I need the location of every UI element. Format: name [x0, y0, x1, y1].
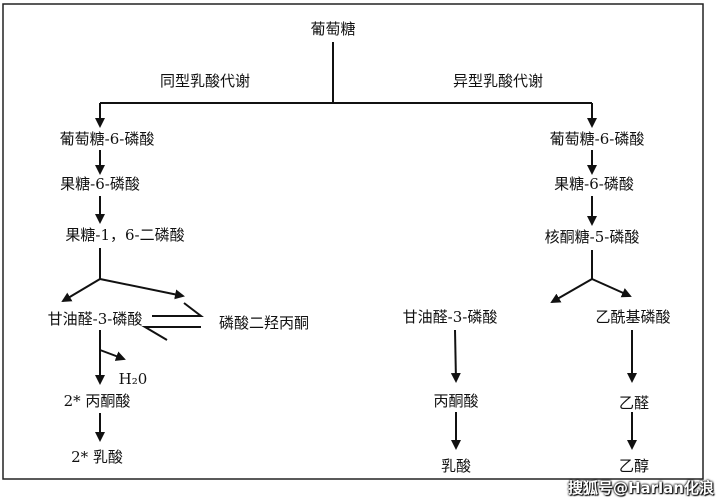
node-glucose: 葡萄糖 — [310, 20, 355, 38]
node-g3p-left: 甘油醛-3-磷酸 — [48, 310, 143, 328]
node-g6p-left: 葡萄糖-6-磷酸 — [60, 130, 155, 148]
label-heterolactic: 异型乳酸代谢 — [453, 72, 543, 90]
arrow — [99, 278, 185, 300]
node-g6p-right: 葡萄糖-6-磷酸 — [550, 130, 645, 148]
node-pyruvate-right: 丙酮酸 — [433, 392, 478, 410]
node-pyruvate-left: 2* 丙酮酸 — [64, 392, 131, 410]
node-ethanol: 乙醇 — [619, 457, 649, 475]
arrow — [591, 278, 632, 298]
frame — [2, 3, 704, 480]
arrow — [550, 278, 593, 303]
watermark: 搜狐号@Harlan化浪 — [567, 479, 714, 497]
node-fbp: 果糖-1，6-二磷酸 — [65, 226, 184, 244]
node-acetyl-phosphate: 乙酰基磷酸 — [595, 308, 670, 326]
node-f6p-right: 果糖-6-磷酸 — [554, 175, 634, 193]
node-f6p-left: 果糖-6-磷酸 — [60, 175, 140, 193]
node-acetaldehyde: 乙醛 — [619, 394, 649, 412]
node-lactate-left: 2* 乳酸 — [71, 448, 123, 466]
equilibrium-arrow-forward — [152, 302, 204, 317]
arrow-water — [99, 349, 126, 361]
node-lactate-right: 乳酸 — [441, 457, 471, 475]
arrow — [61, 278, 101, 303]
node-water: H₂0 — [119, 370, 148, 388]
node-dhap: 磷酸二羟丙酮 — [219, 314, 309, 332]
arrow — [450, 329, 461, 383]
label-homolactic: 同型乳酸代谢 — [160, 72, 250, 90]
equilibrium-arrow-back — [141, 326, 201, 341]
node-g3p-right: 甘油醛-3-磷酸 — [403, 308, 498, 326]
node-ru5p: 核酮糖-5-磷酸 — [545, 228, 640, 246]
